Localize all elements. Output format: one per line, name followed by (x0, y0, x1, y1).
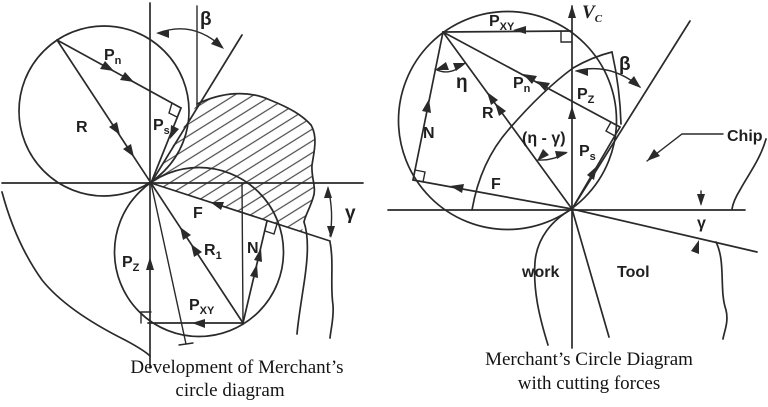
label-f-right: F (491, 176, 501, 193)
construction-line (150, 182, 194, 346)
chip-top-boundary (196, 92, 312, 126)
label-r-right: R (482, 105, 494, 122)
n-vector-right (412, 31, 444, 181)
label-pn-left: Pn (104, 47, 122, 67)
label-n-right: N (423, 125, 435, 142)
label-vc: VC (582, 2, 603, 25)
pn-vector (56, 39, 182, 109)
label-pz-right: PZ (577, 86, 595, 106)
label-eta: η (456, 72, 468, 93)
right-angle-marker-ps-pn-right (605, 121, 616, 137)
chip-top-curve (572, 51, 613, 69)
label-pz-left: PZ (122, 254, 140, 274)
rectangle-right-side (241, 182, 244, 324)
right-angle-marker-f-n (264, 223, 278, 235)
chip-outer-curve (471, 67, 574, 211)
ps-vector (150, 102, 182, 184)
tool-right-wavy (715, 241, 728, 340)
n-vector (242, 220, 268, 324)
tool-left-edge (571, 208, 610, 338)
label-eta-gamma: (η - γ) (522, 130, 566, 147)
label-r-left: R (76, 119, 88, 136)
torn-surface-wavy (731, 138, 767, 210)
label-pxy-right: PXY (489, 13, 515, 33)
pz-arrowhead-right (568, 106, 576, 119)
label-r1-left: R1 (204, 242, 222, 262)
right-angle-marker-top (560, 30, 573, 43)
label-beta-right: β (619, 54, 631, 75)
rake-face-line (150, 34, 243, 184)
beta-angle-arc (156, 28, 224, 49)
right-angle-marker-ps-pn (168, 102, 178, 118)
eta-angle-arc (434, 62, 466, 73)
beta-angle-arc-right (575, 67, 641, 88)
tool-nose-wavy-2 (329, 241, 335, 339)
gamma-angle-arrows-right (691, 190, 705, 254)
flank-line-right (571, 208, 758, 253)
right-angle-marker-f-n-right (414, 169, 426, 183)
left-caption-line2: circle diagram (175, 380, 284, 401)
resultant-line-r-r1 (56, 39, 244, 324)
right-caption-line2: with cutting forces (518, 373, 660, 394)
tool-nose-wavy-1 (296, 221, 309, 335)
lower-merchant-circle (113, 166, 285, 338)
chip-leader-arrow (646, 133, 724, 162)
r-vector-right (442, 31, 573, 210)
left-caption-line1: Development of Merchant’s (130, 357, 343, 378)
right-caption-line1: Merchant’s Circle Diagram (485, 349, 693, 370)
f-vector-right (412, 169, 573, 210)
eta-gamma-angle-arc (537, 149, 568, 161)
label-chip: Chip (727, 128, 763, 145)
label-ps-right: Ps (579, 143, 596, 163)
upper-merchant-circle (18, 25, 190, 197)
right-diagram: VC PXY β η Pn PZ R N (η - γ) Ps F Chip w… (387, 2, 767, 394)
label-gamma-left: γ (345, 203, 356, 224)
label-pxy-left: PXY (189, 297, 215, 317)
label-pn-right: Pn (513, 75, 531, 95)
rake-face-line-right (571, 20, 691, 210)
label-work: work (521, 264, 559, 281)
label-gamma-right: γ (697, 215, 706, 232)
merchant-circle (397, 10, 618, 231)
work-wavy-right (533, 208, 573, 346)
pxy-vector-right (442, 26, 573, 43)
label-f-left: F (193, 205, 203, 222)
label-beta-left: β (200, 9, 212, 30)
gamma-angle-arrow (324, 186, 335, 238)
work-material-outline (1, 191, 151, 357)
right-angle-marker-pz-pxy (140, 311, 152, 324)
f-vector-flank-line (150, 182, 331, 242)
pn-vector-right (442, 31, 621, 128)
label-tool: Tool (617, 264, 650, 281)
chip-hatched-region (151, 93, 315, 232)
chip-end-edge (611, 51, 622, 125)
left-diagram: β Pn R Ps γ F R1 N PZ PXY Development of… (1, 2, 364, 401)
vc-velocity-axis (568, 5, 576, 349)
pz-pxy-components (140, 182, 244, 328)
label-ps-left: Ps (153, 117, 170, 137)
label-n-left: N (247, 240, 259, 257)
